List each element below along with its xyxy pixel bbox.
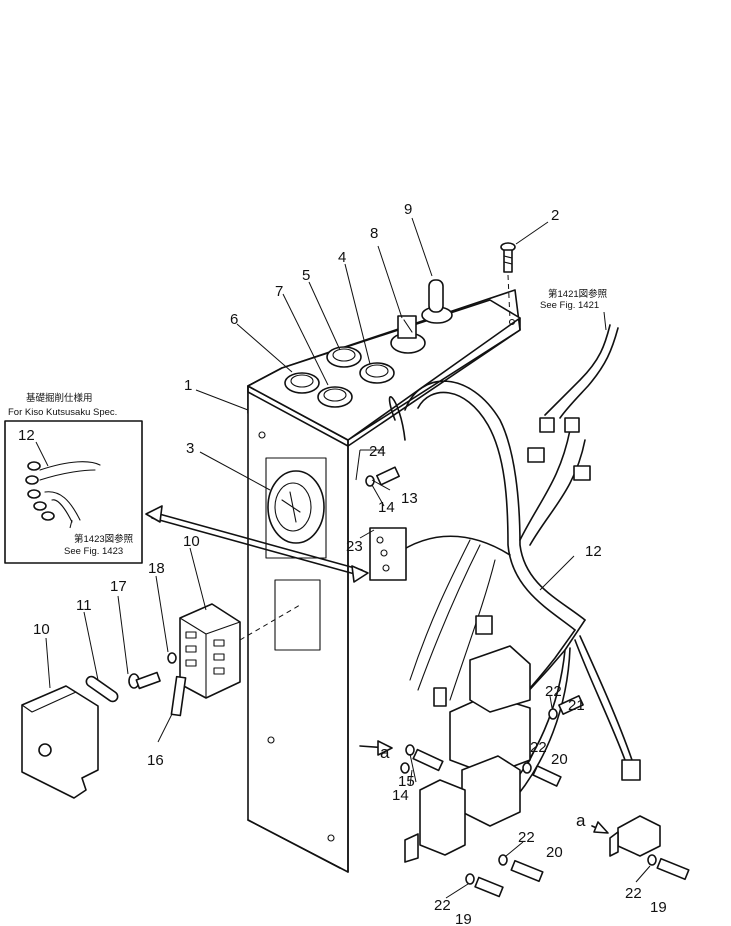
callout-14-lower: 14 xyxy=(392,787,409,804)
callout-6: 6 xyxy=(230,311,238,328)
see-fig-1421-jp: 第1421図参照 xyxy=(548,288,608,300)
see-fig-1421-en: See Fig. 1421 xyxy=(540,300,599,311)
see-fig-1423-jp: 第1423図参照 xyxy=(74,533,134,545)
callout-13: 13 xyxy=(401,490,418,507)
callout-17: 17 xyxy=(110,578,127,595)
callout-3: 3 xyxy=(186,440,194,457)
callout-23: 23 xyxy=(346,538,363,555)
callout-16: 16 xyxy=(147,752,164,769)
inset-title-jp: 基礎掘削仕様用 xyxy=(26,392,93,404)
callout-20-b: 20 xyxy=(546,844,563,861)
reference-arrow xyxy=(145,505,369,583)
see-fig-1423-en: See Fig. 1423 xyxy=(64,546,123,557)
reference-labels: 第1421図参照 See Fig. 1421 基礎掘削仕様用 For Kiso … xyxy=(8,288,608,557)
connectors xyxy=(433,417,641,827)
callout-10-fusebox: 10 xyxy=(183,533,200,550)
callout-19-a: 19 xyxy=(455,911,472,926)
callout-a-right: a xyxy=(576,811,586,830)
callout-12-inset: 12 xyxy=(18,427,35,444)
callout-5: 5 xyxy=(302,267,310,284)
callout-22-e: 22 xyxy=(625,885,642,902)
inset-box xyxy=(4,420,143,564)
callout-22-a: 22 xyxy=(545,683,562,700)
callout-22-c: 22 xyxy=(518,829,535,846)
leader-lines xyxy=(45,217,651,899)
callout-1: 1 xyxy=(184,377,192,394)
relay-bottom xyxy=(404,779,466,863)
callout-22-d: 22 xyxy=(434,897,451,914)
callout-22-b: 22 xyxy=(530,739,547,756)
callout-20-a: 20 xyxy=(551,751,568,768)
callout-2: 2 xyxy=(551,207,559,224)
callout-12: 12 xyxy=(585,543,602,560)
callout-19-b: 19 xyxy=(650,899,667,916)
terminals-23 xyxy=(369,527,407,581)
callout-15: 15 xyxy=(398,773,415,790)
hour-meter-3 xyxy=(267,470,325,544)
lower-bolts xyxy=(400,695,690,898)
callout-8: 8 xyxy=(370,225,378,242)
callout-14-upper: 14 xyxy=(378,499,395,516)
arrow-a-left xyxy=(359,740,393,756)
small-parts-left xyxy=(85,652,187,717)
relay-bottom-right xyxy=(591,815,661,857)
harness-to-1421 xyxy=(544,324,619,419)
callout-10-cover: 10 xyxy=(33,621,50,638)
callout-21: 21 xyxy=(568,697,585,714)
callout-9: 9 xyxy=(404,201,412,218)
callout-7: 7 xyxy=(275,283,283,300)
callout-a-left: a xyxy=(380,743,390,762)
console-switches xyxy=(284,279,453,408)
bolt-2 xyxy=(500,242,516,321)
bolt-13 xyxy=(365,466,400,487)
callout-4: 4 xyxy=(338,249,346,266)
callout-11: 11 xyxy=(76,597,92,614)
callout-labels: 1 2 3 4 5 6 7 8 9 10 10 11 17 18 16 12 1… xyxy=(18,201,667,926)
callout-24: 24 xyxy=(369,443,386,460)
fuse-cover-10 xyxy=(21,685,99,799)
inset-title-en: For Kiso Kutsusaku Spec. xyxy=(8,407,117,418)
callout-18: 18 xyxy=(148,560,165,577)
